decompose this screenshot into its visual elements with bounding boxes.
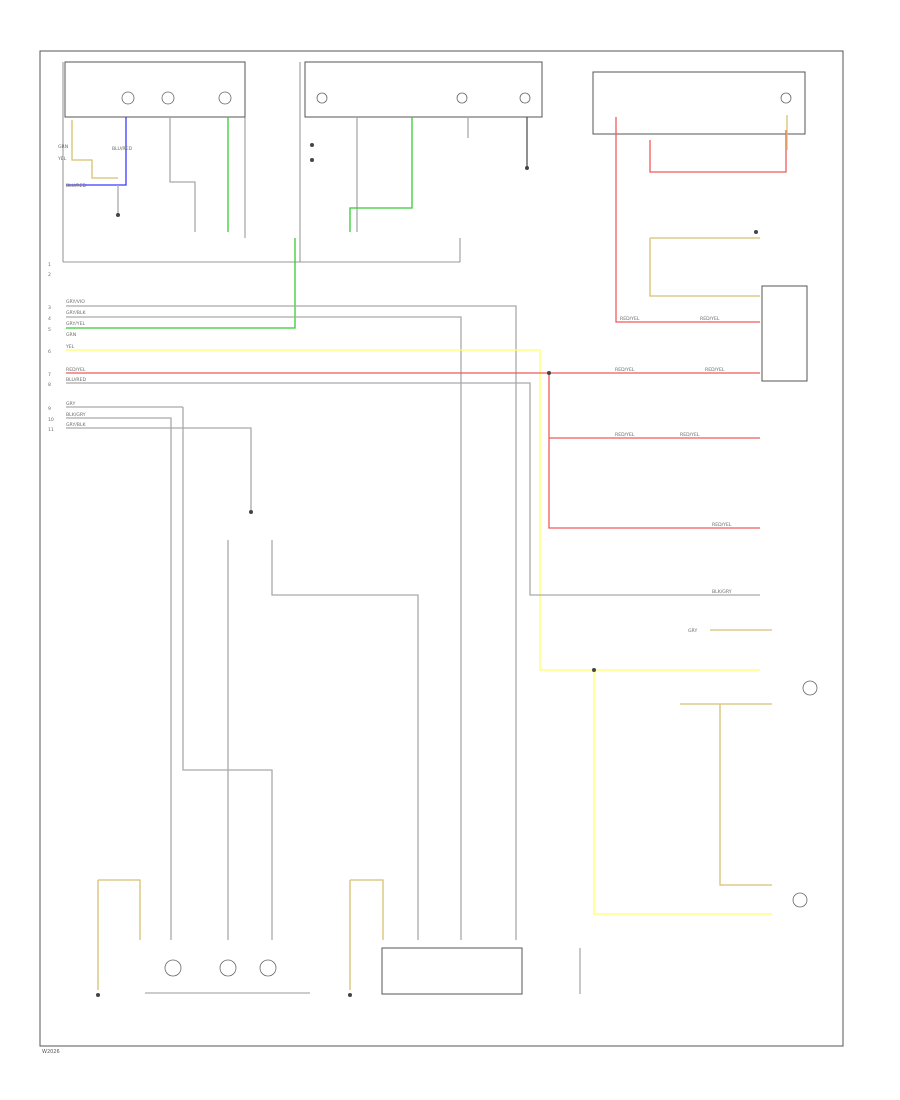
wire-code-label: BLK/GRY <box>712 589 732 595</box>
bus-number: 3 <box>48 305 51 311</box>
bus-number: 11 <box>48 427 54 433</box>
wire-code-label: YEL <box>65 344 75 350</box>
bottom-center-assembly <box>348 879 581 997</box>
wires-top-left <box>66 117 229 232</box>
wires-top-center <box>66 117 529 329</box>
page-id: W2026 <box>42 1049 60 1055</box>
lamp-bottom-1 <box>164 959 182 977</box>
wire-code-label: GRY <box>66 401 75 407</box>
wire-code-label: RED/YEL <box>620 316 640 322</box>
connector-block-right <box>761 285 808 382</box>
lamp-top-3 <box>218 91 232 105</box>
wires-top-right <box>615 115 808 382</box>
bus-number: 2 <box>48 272 51 278</box>
bus-numbers: 1 2 3 4 5 6 7 8 9 10 11 <box>48 262 54 433</box>
wire-code-label: GRN <box>58 144 68 150</box>
wire-code-label: RED/YEL <box>700 316 720 322</box>
wires-right-yellow <box>592 629 772 915</box>
component-box-right <box>592 71 806 135</box>
lamp-bottom-3 <box>259 959 277 977</box>
wire-code-label: RED/YEL <box>66 367 86 373</box>
lamp-top-6 <box>519 92 531 104</box>
wire-code-label: GRN <box>66 332 76 338</box>
wire-code-label: RED/YEL <box>712 522 732 528</box>
wire-code-label: RED/YEL <box>615 432 635 438</box>
wire-codes: GRY/VIO GRY/BLK GRY/YEL BLU/RED GRN YEL … <box>65 183 87 428</box>
wire-code-label: YEL <box>57 156 67 162</box>
bus-number: 5 <box>48 327 51 333</box>
bus-number: 10 <box>48 417 54 423</box>
component-box-left <box>64 61 246 118</box>
wire-code-label: BLK/GRY <box>66 412 86 418</box>
lamp-top-4 <box>316 92 328 104</box>
wire-code-label: GRY/YEL <box>66 321 86 327</box>
lamp-top-5 <box>456 92 468 104</box>
wire-code-label: GRY/VIO <box>66 299 85 305</box>
lamp-top-2 <box>161 91 175 105</box>
bus-number: 1 <box>48 262 51 268</box>
misc-labels: BLK/GRY GRY GRN YEL BLU/RED RED/YEL RED/… <box>57 144 732 634</box>
component-box-center <box>304 61 543 118</box>
bus-number: 8 <box>48 382 51 388</box>
lamps-top <box>121 91 792 105</box>
wire-code-label: GRY <box>688 628 697 634</box>
bus-number: 7 <box>48 372 51 378</box>
wire-code-label: RED/YEL <box>705 367 725 373</box>
lamp-bottom-2 <box>219 959 237 977</box>
wire-code-label: RED/YEL <box>615 367 635 373</box>
bottom-left-assembly <box>96 879 310 997</box>
lamps-right <box>792 680 818 908</box>
lamp-right-1 <box>802 680 818 696</box>
wire-code-label: BLU/RED <box>112 146 132 152</box>
bus-number: 9 <box>48 406 51 412</box>
lamp-top-1 <box>121 91 135 105</box>
wire-code-label: GRY/BLK <box>66 422 87 428</box>
bus-number: 6 <box>48 349 51 355</box>
lamp-top-7 <box>780 92 792 104</box>
wires-center <box>182 407 419 940</box>
connector-box-bottom <box>381 947 523 995</box>
red-bus-labels: RED/YEL RED/YEL RED/YEL RED/YEL RED/YEL <box>615 367 732 528</box>
wire-code-label: RED/YEL <box>680 432 700 438</box>
bus-number: 4 <box>48 316 51 322</box>
component-boxes <box>62 61 806 263</box>
wire-bus <box>66 305 760 940</box>
wire-code-label: GRY/BLK <box>66 310 87 316</box>
lamp-right-2 <box>792 892 808 908</box>
diagram-frame <box>39 50 844 1047</box>
wire-code-label: BLU/RED <box>66 183 86 189</box>
wire-code-label: BLU/RED <box>66 377 86 383</box>
